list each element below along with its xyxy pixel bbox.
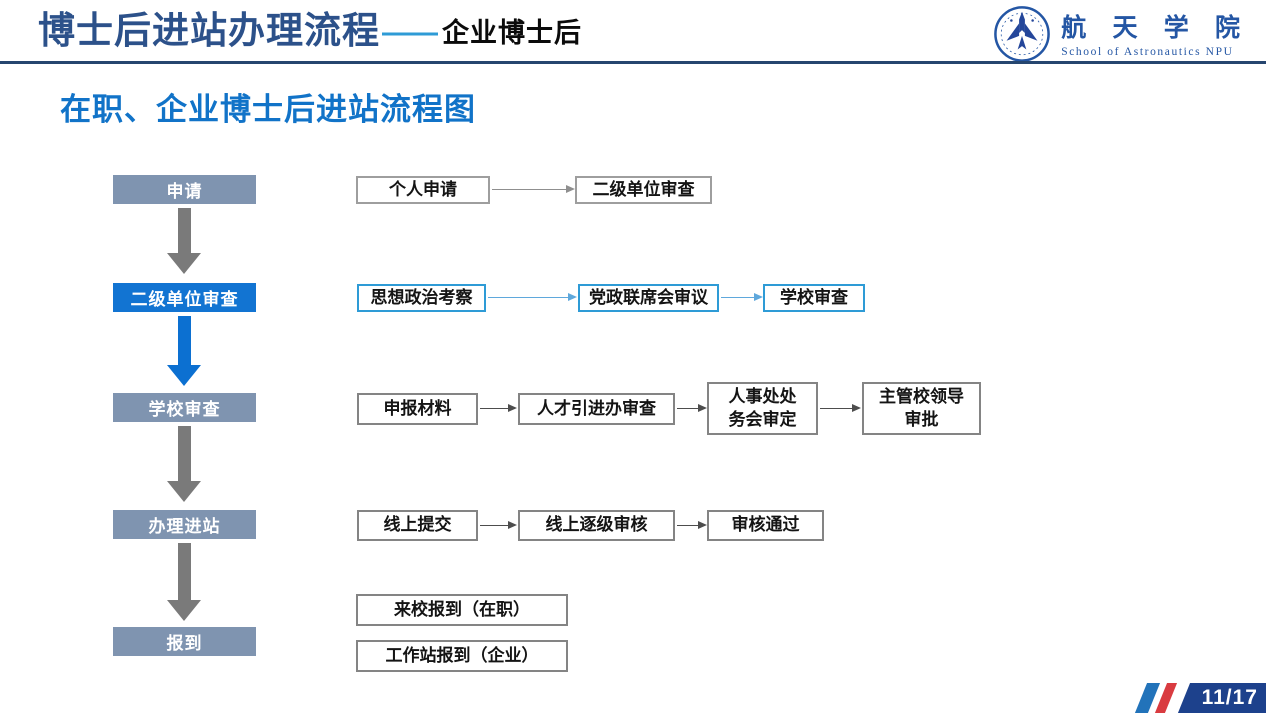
flow-box-unit-review: 二级单位审查	[575, 176, 712, 204]
slide-header: 博士后进站办理流程 —— 企业博士后	[38, 8, 582, 54]
stage-apply: 申请	[113, 175, 256, 204]
down-arrow-icon	[167, 208, 201, 274]
flow-arrow-icon	[492, 184, 575, 193]
section-title: 在职、企业博士后进站流程图	[60, 92, 476, 127]
page-number: 11/17	[1201, 686, 1258, 709]
flow-arrow-icon	[820, 403, 861, 412]
badge-stripe-red	[1154, 683, 1178, 713]
flow-box-personal-application: 个人申请	[356, 176, 490, 204]
flow-arrow-icon	[480, 403, 517, 412]
down-arrow-icon	[167, 426, 201, 502]
flow-arrow-icon	[480, 520, 517, 529]
flow-box-leader-approval: 主管校领导 审批	[862, 382, 981, 435]
flow-arrow-icon	[488, 292, 577, 301]
flow-box-declaration-materials: 申报材料	[357, 393, 478, 425]
logo-name-cn: 航 天 学 院	[1061, 15, 1250, 43]
flow-arrow-icon	[677, 520, 707, 529]
flow-box-online-stepwise-review: 线上逐级审核	[518, 510, 675, 541]
stage-unit-review: 二级单位审查	[113, 283, 256, 312]
school-logo: 航 天 学 院 School of Astronautics NPU	[993, 5, 1250, 68]
flow-box-campus-registration: 来校报到（在职）	[356, 594, 568, 626]
flow-arrow-icon	[721, 292, 763, 301]
down-arrow-icon-active	[167, 316, 201, 386]
flow-box-joint-committee: 党政联席会审议	[578, 284, 719, 312]
flow-arrow-icon	[677, 403, 707, 412]
stage-entry-processing: 办理进站	[113, 510, 256, 539]
page-title: 博士后进站办理流程	[38, 10, 380, 51]
flow-box-online-submit: 线上提交	[357, 510, 478, 541]
flow-box-talent-office-review: 人才引进办审查	[518, 393, 675, 425]
down-arrow-icon	[167, 543, 201, 621]
flow-box-review-passed: 审核通过	[707, 510, 824, 541]
logo-name-en: School of Astronautics NPU	[1061, 45, 1234, 58]
page-title-suffix: 企业博士后	[442, 18, 582, 49]
flow-box-political-review: 思想政治考察	[357, 284, 486, 312]
flow-box-hr-committee: 人事处处 务会审定	[707, 382, 818, 435]
title-dash: ——	[382, 16, 438, 50]
stage-school-review: 学校审查	[113, 393, 256, 422]
header-underline	[0, 61, 1266, 64]
school-emblem-icon	[993, 5, 1051, 68]
flow-box-workstation-registration: 工作站报到（企业）	[356, 640, 568, 672]
flow-box-school-review: 学校审查	[763, 284, 865, 312]
stage-registration: 报到	[113, 627, 256, 656]
